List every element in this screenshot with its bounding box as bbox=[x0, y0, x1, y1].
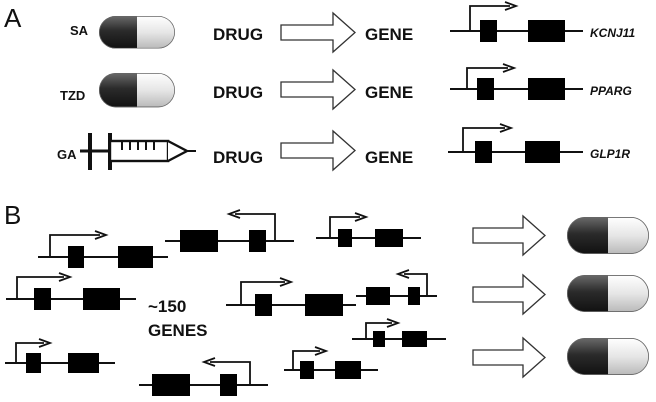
drug-to-gene-arrow bbox=[280, 129, 356, 172]
gene-structure bbox=[284, 346, 378, 379]
gene-to-drug-arrow bbox=[472, 273, 546, 316]
gene-structure bbox=[165, 209, 294, 252]
drug-to-gene-arrow bbox=[280, 68, 356, 111]
pill-icon bbox=[567, 217, 649, 254]
gene-structure bbox=[450, 1, 583, 42]
panel-b: B bbox=[4, 200, 649, 396]
gene-structure bbox=[38, 230, 168, 268]
exon-block bbox=[528, 78, 565, 100]
exon-block bbox=[528, 20, 565, 42]
exon-block bbox=[475, 141, 492, 163]
promoter-arrow bbox=[462, 127, 505, 152]
gene-count-label: GENES bbox=[148, 321, 208, 340]
exon-block bbox=[525, 141, 560, 163]
drug-label: DRUG bbox=[213, 25, 263, 44]
drug-label: DRUG bbox=[213, 148, 263, 167]
gene-to-drug-arrow bbox=[472, 336, 546, 379]
pill-icon bbox=[99, 16, 175, 49]
drug-abbrev-label: SA bbox=[70, 23, 89, 38]
pill-icon bbox=[99, 73, 175, 108]
drug-label: DRUG bbox=[213, 83, 263, 102]
gene-label: GENE bbox=[365, 83, 413, 102]
gene-structure bbox=[226, 277, 356, 316]
panel-a-row-ga: GA DRUG GENE bbox=[57, 123, 630, 172]
exon-block bbox=[480, 20, 497, 42]
panel-a-row-tzd: TZD DRUG GENE PPARG bbox=[60, 63, 632, 111]
promoter-arrow bbox=[466, 67, 508, 89]
gene-structure bbox=[356, 269, 437, 305]
gene-structure bbox=[352, 318, 446, 347]
panel-b-label: B bbox=[4, 200, 21, 230]
gene-to-drug-arrow bbox=[472, 214, 546, 257]
gene-structure bbox=[139, 357, 268, 396]
drug-abbrev-label: TZD bbox=[60, 88, 85, 103]
panel-a-label: A bbox=[4, 3, 22, 33]
pill-icon bbox=[567, 275, 649, 312]
exon-block bbox=[477, 78, 494, 100]
panel-a: A SA DRUG GENE KCNJ11 bbox=[4, 1, 635, 172]
gene-name: PPARG bbox=[590, 84, 632, 98]
promoter-arrow bbox=[469, 5, 510, 31]
panel-a-row-sa: SA DRUG GENE KCNJ11 bbox=[70, 1, 635, 54]
gene-name: KCNJ11 bbox=[590, 26, 635, 40]
gene-name: GLP1R bbox=[590, 147, 630, 161]
gene-structure bbox=[448, 123, 583, 163]
drug-abbrev-label: GA bbox=[57, 147, 77, 162]
gene-structure bbox=[450, 63, 583, 100]
gene-label: GENE bbox=[365, 148, 413, 167]
drug-to-gene-arrow bbox=[280, 11, 356, 54]
gene-label: GENE bbox=[365, 25, 413, 44]
gene-structure bbox=[6, 272, 136, 310]
syringe-icon bbox=[80, 133, 196, 170]
gene-structure bbox=[316, 212, 421, 247]
gene-count-number: ~150 bbox=[148, 297, 186, 316]
pill-icon bbox=[567, 338, 649, 375]
gene-structure bbox=[5, 338, 115, 373]
